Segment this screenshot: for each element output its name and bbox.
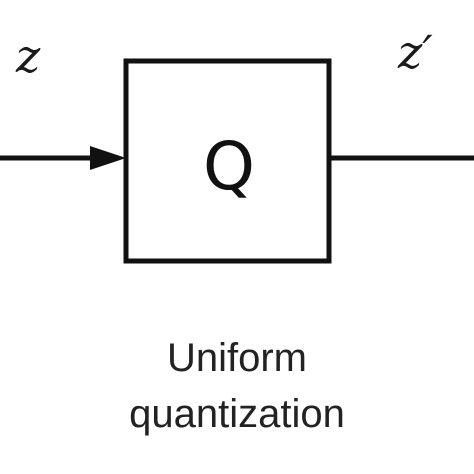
input-arrow-head (90, 146, 126, 170)
input-label: z (15, 29, 41, 83)
quantizer-block (123, 58, 332, 264)
block-label: Q (203, 128, 255, 205)
caption-line-1: Uniform (166, 336, 308, 380)
caption-line-2: quantization (129, 392, 345, 436)
output-label: z′ (397, 25, 433, 79)
